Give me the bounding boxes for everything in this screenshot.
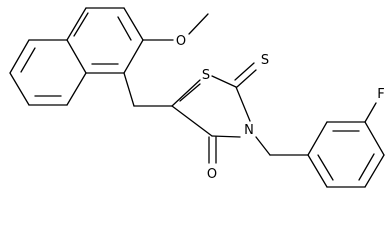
bond [123, 39, 144, 74]
thiazolidinone-ring: S N [171, 68, 254, 138]
fluorophenyl-ring [255, 121, 385, 188]
bond [73, 12, 89, 37]
bond [117, 16, 132, 41]
bond [364, 154, 385, 188]
ring-nitrogen-label: N [244, 123, 254, 138]
fluorine-label: F [377, 87, 384, 102]
bond [236, 69, 257, 88]
bond [171, 79, 201, 107]
bond [9, 39, 30, 74]
ring-sulfur-label: S [202, 68, 210, 83]
bond [20, 47, 36, 73]
bond [123, 72, 135, 107]
methylidene-bridge [123, 72, 173, 107]
methoxy-group: O [142, 13, 209, 49]
bond [307, 154, 328, 188]
bond [66, 39, 87, 74]
bond [255, 136, 271, 156]
bond [234, 62, 255, 81]
thione-group: S [234, 53, 269, 88]
bond [235, 86, 251, 122]
bond [9, 72, 30, 106]
bond [211, 75, 237, 88]
bond [364, 102, 377, 123]
chemical-structure-diagram: O S N S O F [9, 7, 385, 188]
bond [358, 153, 375, 181]
fluoro-group: F [364, 87, 385, 123]
bond [123, 7, 144, 41]
bond [364, 121, 385, 156]
thione-sulfur-label: S [261, 53, 269, 68]
carbonyl-oxygen-label: O [207, 167, 217, 182]
bond [211, 135, 241, 138]
bond [171, 105, 213, 137]
bond [307, 121, 328, 156]
naphthalene-ring [9, 7, 144, 106]
bond [66, 7, 87, 41]
bond [188, 13, 209, 35]
bond [317, 154, 334, 181]
bond [179, 83, 201, 102]
carbonyl-group: O [207, 136, 217, 182]
methoxy-oxygen-label: O [176, 34, 186, 49]
bond [66, 72, 87, 106]
